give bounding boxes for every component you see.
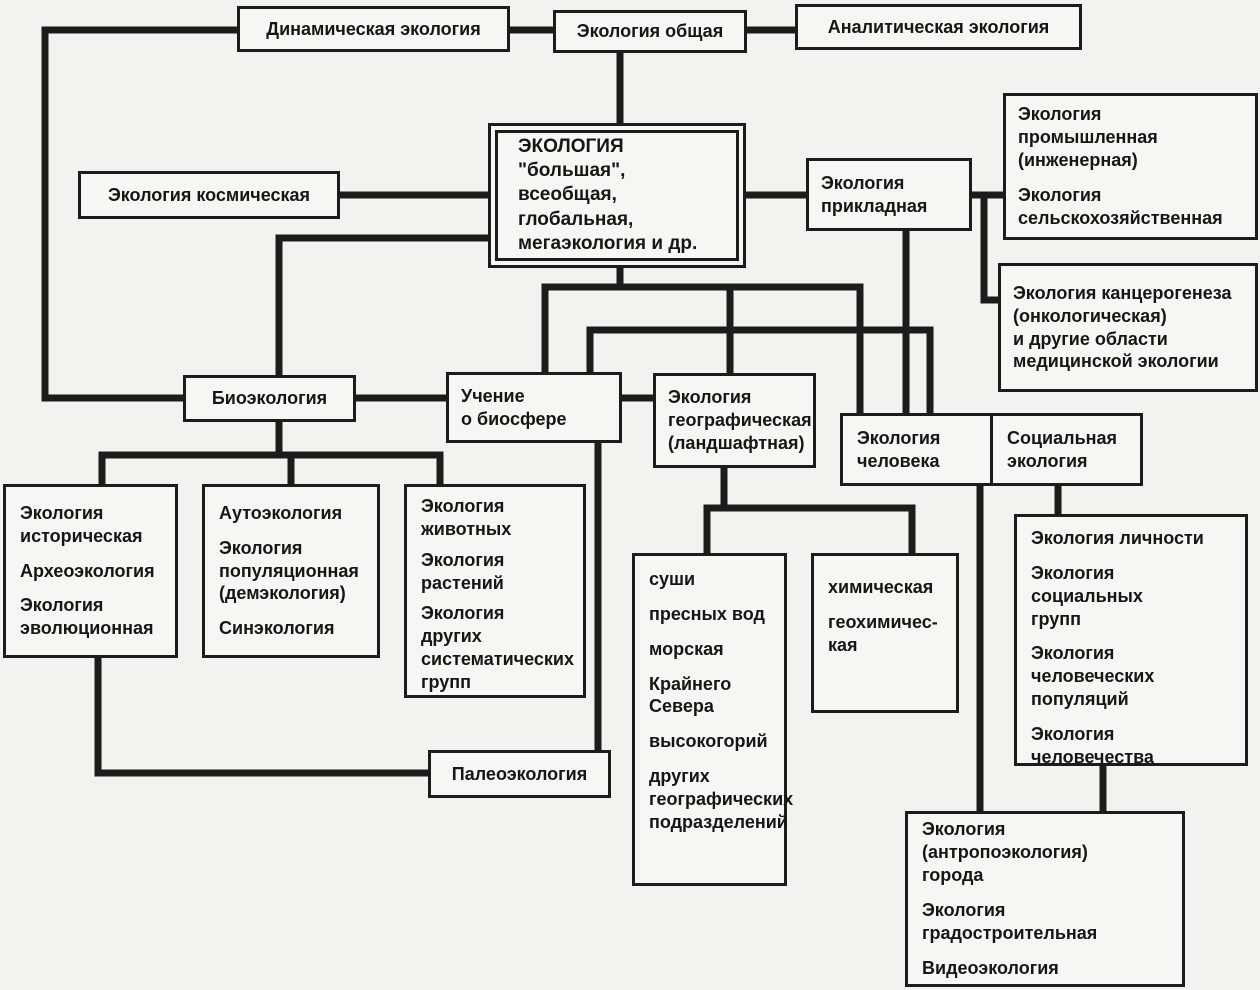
cancer-ecology-line: Экология канцерогенеза [1013,282,1232,303]
autoecology-line: Аутоэкология [219,502,343,523]
animal-plant-ecology-line: Экология других [421,603,505,647]
industrial-ecology-line: Экология [1018,184,1102,205]
node-bioecology: Биоэкология [183,375,356,422]
animal-plant-ecology-line: систематических [421,649,574,670]
industrial-ecology-line: (инженерная) [1018,150,1138,171]
node-analytic-ecology: Аналитическая экология [795,4,1082,50]
animal-plant-ecology-line: групп [421,672,472,693]
node-human-ecology: Экология человека [843,416,990,483]
node-human-social-ecology: Экология человека Социальная экология [840,413,1143,486]
node-dynamic-ecology: Динамическая экология [237,6,510,52]
node-city-ecology: Экология (антропоэкология) города Эколог… [905,811,1185,987]
social-ecology-line: экология [1007,450,1088,471]
city-ecology-line: Экология (антропоэкология) [922,819,1088,863]
node-social-ecology: Социальная экология [990,416,1140,483]
applied-ecology-line: Экология [821,172,905,193]
node-animal-plant-ecology: Экология животных Экология растений Экол… [404,484,586,698]
historical-ecology-line: Экология [20,595,104,616]
autoecology-line: популяционная [219,560,359,581]
autoecology-line: Синэкология [219,618,335,639]
node-biosphere-doctrine: Учение о биосфере [446,372,622,443]
node-autoecology: Аутоэкология Экология популяционная (дем… [202,484,380,658]
connector-line [980,191,1002,304]
node-industrial-ecology: Экология промышленная (инженерная) Эколо… [1003,93,1258,240]
connector-line [541,283,864,417]
historical-ecology-line: историческая [20,525,143,546]
human-ecology-line: Экология [857,427,941,448]
autoecology-line: Экология [219,537,303,558]
landscape-item: подразделений [649,811,788,832]
node-historical-ecology: Экология историческая Археоэкология Экол… [3,484,178,658]
chemical-ecology-line: геохимичес- [828,611,938,632]
industrial-ecology-line: сельскохозяйственная [1018,207,1223,228]
big-ecology-line: мегаэкология и др. [518,232,698,254]
city-ecology-line: города [922,865,984,886]
node-big-ecology: ЭКОЛОГИЯ "большая", всеобщая, глобальная… [488,123,746,268]
node-applied-ecology: Экология прикладная [806,158,972,231]
node-personal-ecology: Экология личности Экология социальных гр… [1014,514,1248,767]
applied-ecology-line: прикладная [821,195,928,216]
historical-ecology-line: Археоэкология [20,560,155,581]
landscape-item: географических [649,789,794,810]
industrial-ecology-line: Экология промышленная [1018,104,1158,148]
landscape-item: суши [649,569,696,589]
landscape-item: высокогорий [649,731,768,752]
node-chemical-ecology: химическая геохимичес- кая [811,553,959,713]
human-ecology-line: человека [857,450,940,471]
animal-plant-ecology-line: Экология [421,549,505,570]
geographic-ecology-line: географическая [668,410,812,431]
animal-plant-ecology-line: Экология [421,496,505,516]
autoecology-line: (демэкология) [219,583,346,604]
city-ecology-line: Экология градостроительная [922,900,1098,943]
chemical-ecology-line: химическая [828,577,934,597]
personal-ecology-line: Экология социальных [1031,562,1143,606]
node-general-ecology: Экология общая [553,10,747,53]
biosphere-doctrine-line: о биосфере [461,408,567,429]
cancer-ecology-line: медицинской экологии [1013,351,1219,372]
chemical-ecology-line: кая [828,634,858,655]
social-ecology-line: Социальная [1007,427,1118,448]
personal-ecology-line: Экология человечества [1031,724,1154,767]
landscape-item: Севера [649,696,714,717]
node-cancer-ecology: Экология канцерогенеза (онкологическая) … [998,263,1258,392]
animal-plant-ecology-line: растений [421,572,504,593]
historical-ecology-line: эволюционная [20,618,154,639]
node-geographic-ecology: Экология географическая (ландшафтная) [653,373,816,468]
connector-line [586,326,934,417]
geographic-ecology-line: Экология [668,387,752,408]
big-ecology-line: глобальная, [518,208,634,230]
node-paleoecology: Палеоэкология [428,750,611,798]
landscape-item: морская [649,638,724,659]
connector-line [275,234,492,379]
big-ecology-line: ЭКОЛОГИЯ [518,136,624,158]
landscape-item: пресных вод [649,603,765,624]
city-ecology-line: Видеоэкология [922,957,1059,978]
connector-line [41,26,241,402]
landscape-item: других [649,766,710,787]
cancer-ecology-line: и другие области [1013,328,1168,349]
big-ecology-line: "большая", всеобщая, [518,160,626,206]
personal-ecology-line: Экология человеческих [1031,643,1155,687]
biosphere-doctrine-line: Учение [461,385,525,406]
node-landscape-list: суши пресных вод морская Крайнего Севера… [632,553,794,886]
historical-ecology-line: Экология [20,502,104,523]
personal-ecology-line: популяций [1031,689,1129,710]
geographic-ecology-line: (ландшафтная) [668,432,805,453]
personal-ecology-line: групп [1031,608,1082,629]
animal-plant-ecology-line: животных [421,518,512,539]
personal-ecology-line: Экология личности [1031,528,1204,548]
connector-line [94,654,432,777]
cancer-ecology-line: (онкологическая) [1013,305,1167,326]
node-cosmic-ecology: Экология космическая [78,171,340,219]
landscape-item: Крайнего [649,673,732,694]
